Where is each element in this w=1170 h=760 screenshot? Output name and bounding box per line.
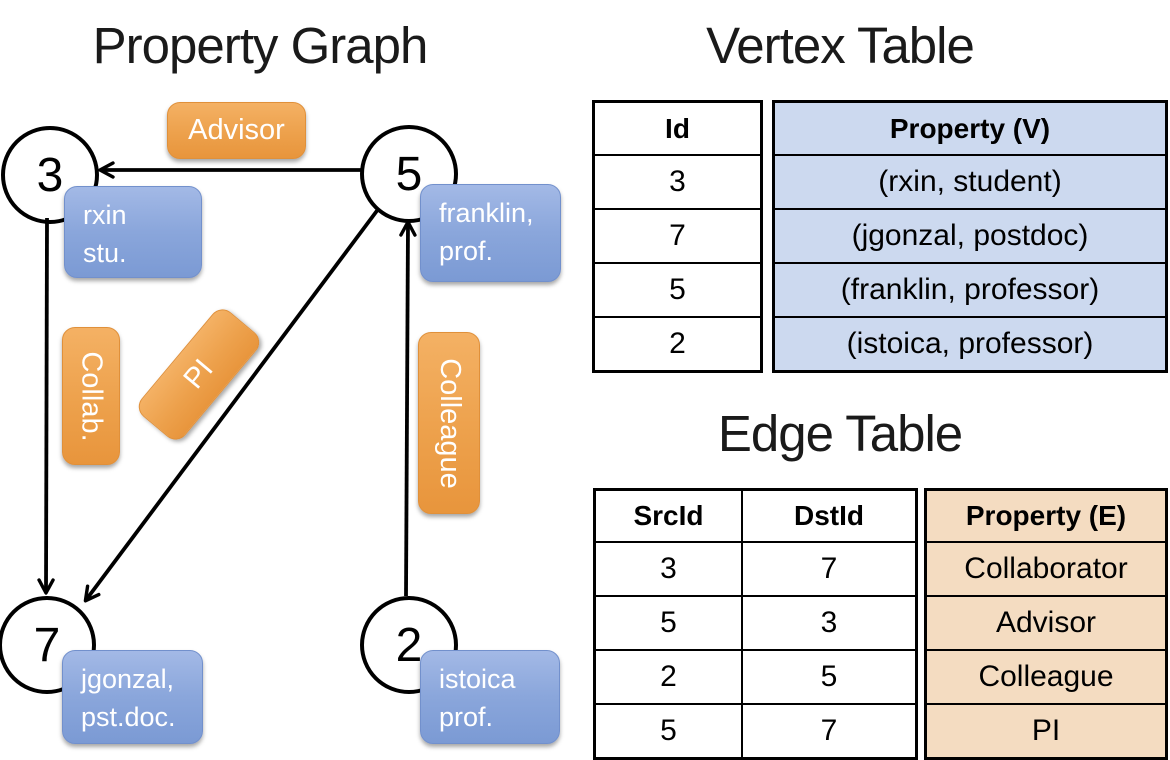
- edge-src-cell-0-text: 3: [660, 552, 677, 585]
- edge-label-colleague-text: Colleague: [433, 357, 466, 489]
- graph-edges-layer: [37, 161, 417, 603]
- edge-src-cell-2-text: 2: [660, 660, 677, 693]
- edge-src-cell-3-text: 5: [660, 714, 677, 747]
- edge-table-id-row: 5 3: [596, 595, 915, 649]
- vertex-property-cell-2: (franklin, professor): [840, 273, 1100, 306]
- edge-table-title: Edge Table: [717, 405, 963, 462]
- edge-3-to-7: [37, 217, 55, 595]
- edge-label-colleague: Colleague: [418, 332, 480, 514]
- vertex-id-cell-3: 2: [669, 327, 686, 360]
- edge-table-id-row: 2 5: [596, 649, 915, 703]
- edge-table-dstid-header-text: DstId: [794, 500, 864, 531]
- vertex-label-jgonzal: jgonzal, pst.doc.: [62, 650, 203, 744]
- vertex-property-cell-3: (istoica, professor): [846, 327, 1094, 360]
- vertex-label-rxin: rxin stu.: [64, 186, 202, 278]
- edge-table-srcid-header-text: SrcId: [633, 500, 704, 531]
- edge-dst-cell-3-text: 7: [820, 714, 838, 747]
- vertex-label-franklin-line2: prof.: [439, 235, 494, 266]
- edge-table-property-header-text: Property (E): [965, 500, 1127, 531]
- edge-table-id-columns: SrcId DstId 3 7 5 3 2 5 5 7: [593, 488, 918, 760]
- edge-table-id-row: 3 7: [596, 541, 915, 595]
- property-graph-title: Property Graph: [92, 17, 429, 74]
- edge-2-to-5: [399, 220, 417, 597]
- edge-table-property-cell: Collaborator: [927, 541, 1165, 595]
- vertex-id-5: 5: [395, 147, 423, 201]
- vertex-node-2: 2: [360, 596, 458, 694]
- edge-dst-cell-3: 7: [743, 705, 915, 757]
- edge-src-cell-0: 3: [596, 543, 743, 595]
- edge-table-property-cell: Colleague: [927, 649, 1165, 703]
- vertex-table-property-cell: (rxin, student): [775, 154, 1165, 208]
- vertex-table-property-cell: (istoica, professor): [775, 316, 1165, 370]
- vertex-table-property-cell: (jgonzal, postdoc): [775, 208, 1165, 262]
- edge-table-property-column: Property (E) Collaborator Advisor Collea…: [924, 488, 1168, 760]
- vertex-property-cell-1: (jgonzal, postdoc): [851, 219, 1089, 252]
- vertex-id-3: 3: [36, 148, 64, 202]
- edge-property-cell-0: Collaborator: [964, 552, 1128, 585]
- vertex-label-franklin-line1: franklin,: [439, 198, 534, 228]
- edge-label-collab: Collab.: [62, 327, 120, 465]
- edge-src-cell-3: 5: [596, 705, 743, 757]
- edge-table-dstid-header: DstId: [743, 491, 915, 541]
- vertex-table-id-cell: 2: [595, 316, 760, 370]
- vertex-label-istoica-line2: prof.: [439, 701, 494, 732]
- vertex-table-title: Vertex Table: [706, 17, 975, 74]
- edge-label-advisor-text: Advisor: [188, 114, 285, 146]
- edge-dst-cell-0: 7: [743, 543, 915, 595]
- edge-5-to-7: [83, 206, 381, 603]
- edge-dst-cell-1: 3: [743, 597, 915, 649]
- vertex-table-property-column: Property (V) (rxin, student) (jgonzal, p…: [772, 100, 1168, 373]
- vertex-table-id-header-text: Id: [665, 112, 690, 144]
- edge-src-cell-1: 5: [596, 597, 743, 649]
- edge-property-cell-2: Colleague: [978, 660, 1114, 693]
- edge-property-cell-3: PI: [1031, 714, 1061, 747]
- edge-dst-cell-1-text: 3: [820, 606, 838, 639]
- vertex-label-jgonzal-line1: jgonzal,: [81, 664, 175, 694]
- vertex-id-2: 2: [395, 618, 423, 672]
- edge-label-advisor: Advisor: [167, 102, 306, 159]
- edge-table-property-header: Property (E): [927, 491, 1165, 541]
- vertex-table-id-cell: 7: [595, 208, 760, 262]
- edge-src-cell-1-text: 5: [660, 606, 677, 639]
- edge-table-property-cell: Advisor: [927, 595, 1165, 649]
- vertex-label-istoica: istoica prof.: [420, 650, 560, 744]
- vertex-table-property-cell: (franklin, professor): [775, 262, 1165, 316]
- edge-dst-cell-2: 5: [743, 651, 915, 703]
- vertex-id-cell-1: 7: [669, 219, 686, 252]
- vertex-table-id-cell: 5: [595, 262, 760, 316]
- edge-table-id-header-row: SrcId DstId: [596, 491, 915, 541]
- edge-dst-cell-0-text: 7: [820, 552, 838, 585]
- vertex-table-id-header: Id: [595, 103, 760, 154]
- vertex-label-rxin-line2: stu.: [83, 237, 127, 268]
- vertex-label-istoica-line1: istoica: [439, 664, 516, 694]
- vertex-table-id-column: Id 3 7 5 2: [592, 100, 763, 373]
- vertex-id-7: 7: [33, 618, 61, 672]
- edge-table-srcid-header: SrcId: [596, 491, 743, 541]
- vertex-table-id-cell: 3: [595, 154, 760, 208]
- vertex-label-jgonzal-line2: pst.doc.: [81, 701, 176, 732]
- vertex-table-property-header-text: Property (V): [889, 112, 1051, 144]
- edge-property-cell-1: Advisor: [995, 606, 1097, 639]
- vertex-label-rxin-line1: rxin: [83, 200, 127, 230]
- edge-table-id-row: 5 7: [596, 703, 915, 757]
- vertex-property-cell-0: (rxin, student): [878, 165, 1062, 198]
- edge-label-collab-text: Collab.: [75, 350, 108, 442]
- vertex-table-property-header: Property (V): [775, 103, 1165, 154]
- vertex-id-cell-0: 3: [669, 165, 686, 198]
- vertex-id-cell-2: 5: [669, 273, 686, 306]
- edge-table-property-cell: PI: [927, 703, 1165, 757]
- vertex-label-franklin: franklin, prof.: [420, 184, 561, 282]
- edge-src-cell-2: 2: [596, 651, 743, 703]
- edge-dst-cell-2-text: 5: [820, 660, 838, 693]
